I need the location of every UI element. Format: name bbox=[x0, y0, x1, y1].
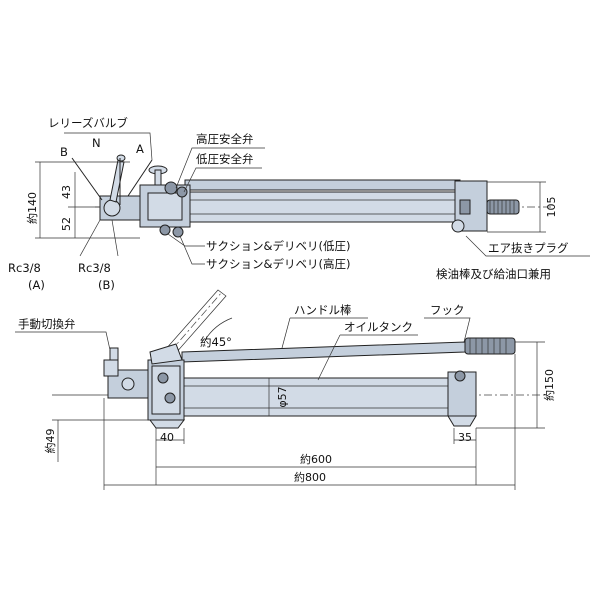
side-valve-2 bbox=[164, 392, 176, 404]
leader-manual-switch bbox=[15, 331, 111, 351]
label-a: A bbox=[136, 142, 144, 156]
dim-105-text: 105 bbox=[545, 197, 558, 218]
label-suction-delivery-low: サクション&デリベリ(低圧) bbox=[206, 239, 350, 253]
side-manual-switch-valve bbox=[103, 347, 149, 399]
label-b: B bbox=[60, 145, 68, 159]
side-pump-inner bbox=[151, 365, 181, 415]
label-air-vent-plug: エア抜きプラグ bbox=[488, 241, 569, 255]
dim-57-text: φ57 bbox=[276, 386, 289, 407]
top-suction-high bbox=[172, 226, 184, 238]
label-oil-tank: オイルタンク bbox=[344, 320, 413, 334]
label-dipstick-oil-port: 検油棒及び給油口兼用 bbox=[436, 267, 551, 281]
dim-52-text: 52 bbox=[60, 217, 73, 231]
dim-40-text: 40 bbox=[160, 431, 174, 444]
leader-handle-bar bbox=[281, 317, 291, 349]
top-b-line bbox=[71, 157, 103, 201]
label-rc-a-sub: (A) bbox=[28, 278, 45, 292]
dim-140-text: 約140 bbox=[25, 192, 39, 224]
side-pump-foot bbox=[149, 419, 185, 429]
top-pump-inner bbox=[147, 192, 183, 221]
leader-rc-a bbox=[79, 219, 101, 257]
dim-150-text: 約150 bbox=[542, 369, 556, 401]
top-view bbox=[35, 132, 590, 265]
leader-oil-tank bbox=[317, 334, 341, 381]
label-hook: フック bbox=[430, 303, 465, 317]
dim-43-text: 43 bbox=[60, 185, 73, 199]
side-end-foot bbox=[447, 415, 477, 427]
label-suction-delivery-high: サクション&デリベリ(高圧) bbox=[206, 257, 350, 271]
leader-rc-b bbox=[111, 219, 119, 257]
dim-600-text: 約600 bbox=[300, 452, 332, 466]
side-grip-spring bbox=[464, 337, 516, 355]
leader-suction-low bbox=[167, 233, 205, 247]
label-high-pressure-safety-valve: 高圧安全弁 bbox=[196, 132, 254, 146]
label-n: N bbox=[92, 136, 101, 150]
leader-hook bbox=[424, 317, 471, 343]
leader-suction-high bbox=[179, 235, 205, 265]
label-angle: 約45° bbox=[200, 335, 232, 349]
label-manual-switch-valve: 手動切換弁 bbox=[18, 317, 76, 331]
top-grip-spring bbox=[486, 199, 520, 215]
dim-49-text: 約49 bbox=[43, 429, 57, 454]
top-release-valve-stem bbox=[154, 169, 162, 186]
label-handle-bar: ハンドル棒 bbox=[294, 303, 352, 317]
dim-35-text: 35 bbox=[458, 431, 472, 444]
top-handle-bar bbox=[184, 179, 461, 191]
leader-air-vent bbox=[465, 235, 590, 257]
dim-800-text: 約800 bbox=[294, 470, 326, 484]
leader-high-safety bbox=[175, 147, 265, 189]
label-rc-b-sub: (B) bbox=[98, 278, 115, 292]
side-valve-1 bbox=[157, 372, 169, 384]
side-oil-tank bbox=[179, 377, 453, 417]
top-suction-low bbox=[159, 224, 171, 236]
label-release-valve: レリーズバルブ bbox=[48, 116, 128, 130]
label-rc-b: Rc3/8 bbox=[78, 261, 111, 275]
label-low-pressure-safety-valve: 低圧安全弁 bbox=[196, 152, 254, 166]
top-low-safety-valve bbox=[176, 186, 188, 198]
side-hook-pin bbox=[454, 370, 466, 382]
side-angle-arc bbox=[204, 317, 233, 341]
side-handle-raised-center bbox=[169, 291, 223, 353]
top-high-safety-valve bbox=[164, 181, 178, 195]
side-view bbox=[15, 289, 545, 490]
top-a-line bbox=[127, 159, 153, 197]
top-air-vent-plug bbox=[459, 199, 471, 215]
leader-low-safety bbox=[183, 167, 262, 193]
leader-release-valve bbox=[64, 132, 153, 161]
side-pump-top bbox=[149, 343, 183, 365]
top-oil-port-cap bbox=[451, 219, 465, 233]
label-rc-a: Rc3/8 bbox=[8, 261, 41, 275]
top-tank-body bbox=[189, 191, 459, 223]
